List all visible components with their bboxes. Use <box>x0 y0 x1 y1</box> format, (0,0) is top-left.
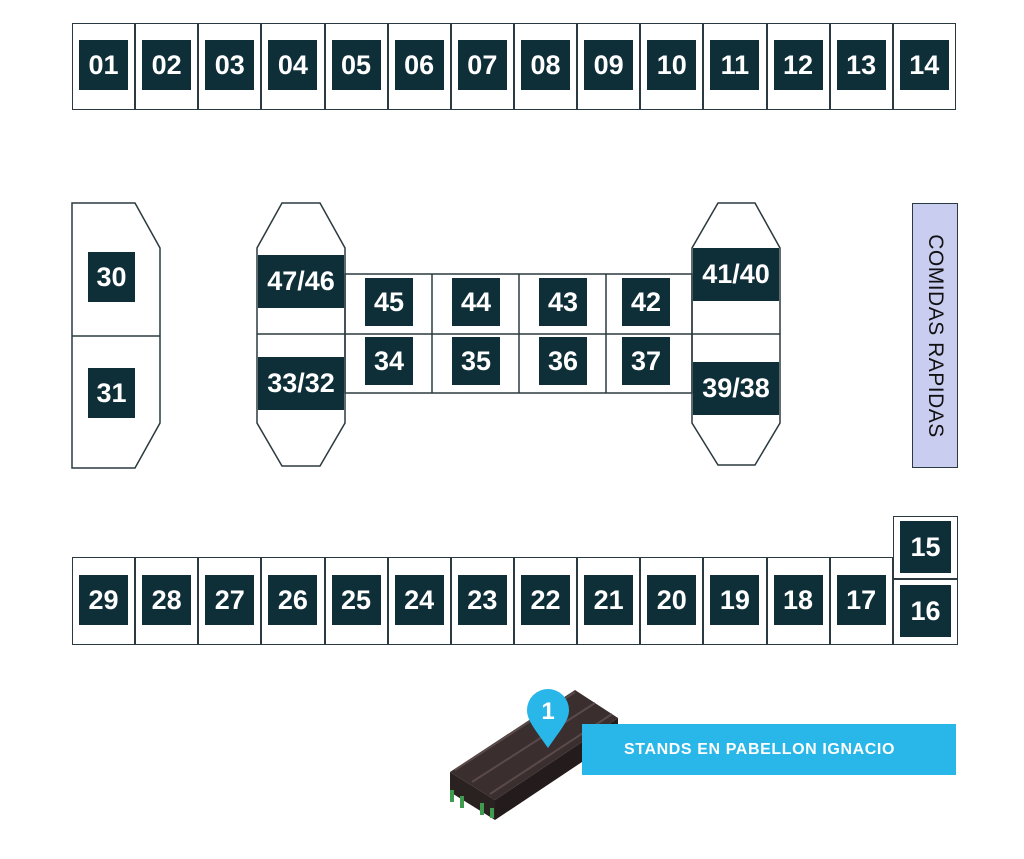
food-area-label: COMIDAS RAPIDAS <box>924 233 947 438</box>
stand-22[interactable]: 22 <box>520 575 570 625</box>
stand-30[interactable]: 30 <box>88 252 135 302</box>
stand-26[interactable]: 26 <box>268 575 318 625</box>
center-left-hex-outline <box>256 202 346 467</box>
stand-28[interactable]: 28 <box>142 575 192 625</box>
stand-39-38[interactable]: 39/38 <box>693 362 779 415</box>
stand-21[interactable]: 21 <box>584 575 634 625</box>
stand-10[interactable]: 10 <box>647 40 697 90</box>
stand-37[interactable]: 37 <box>622 337 670 385</box>
stand-18[interactable]: 18 <box>773 575 823 625</box>
pavilion-banner[interactable]: STANDS EN PABELLON IGNACIO <box>582 724 956 775</box>
left-block-outline <box>71 202 161 469</box>
stand-07[interactable]: 07 <box>457 40 507 90</box>
stand-31[interactable]: 31 <box>88 368 135 418</box>
stand-09[interactable]: 09 <box>584 40 634 90</box>
stand-02[interactable]: 02 <box>142 40 192 90</box>
stand-29[interactable]: 29 <box>79 575 128 625</box>
stand-08[interactable]: 08 <box>520 40 570 90</box>
center-corridor-outline <box>344 273 693 394</box>
stand-41-40[interactable]: 41/40 <box>693 248 779 301</box>
location-marker-icon[interactable]: 1 <box>527 689 569 748</box>
stand-35[interactable]: 35 <box>452 337 500 385</box>
stand-42[interactable]: 42 <box>622 278 670 326</box>
stand-13[interactable]: 13 <box>836 40 886 90</box>
stand-33-32[interactable]: 33/32 <box>258 357 344 410</box>
stand-04[interactable]: 04 <box>268 40 318 90</box>
stand-11[interactable]: 11 <box>710 40 760 90</box>
stand-15[interactable]: 15 <box>900 521 951 573</box>
stand-01[interactable]: 01 <box>79 40 128 90</box>
stand-03[interactable]: 03 <box>205 40 255 90</box>
stand-43[interactable]: 43 <box>539 278 587 326</box>
stand-06[interactable]: 06 <box>394 40 444 90</box>
stand-17[interactable]: 17 <box>836 575 886 625</box>
pavilion-label: STANDS EN PABELLON IGNACIO <box>624 741 896 758</box>
stand-05[interactable]: 05 <box>331 40 381 90</box>
stand-36[interactable]: 36 <box>539 337 587 385</box>
stand-16[interactable]: 16 <box>900 585 951 637</box>
stand-44[interactable]: 44 <box>452 278 500 326</box>
stand-45[interactable]: 45 <box>365 278 413 326</box>
stand-12[interactable]: 12 <box>773 40 823 90</box>
stand-25[interactable]: 25 <box>331 575 381 625</box>
stand-23[interactable]: 23 <box>457 575 507 625</box>
stand-19[interactable]: 19 <box>710 575 760 625</box>
marker-number: 1 <box>541 698 554 725</box>
center-right-hex-outline <box>691 202 781 466</box>
stand-20[interactable]: 20 <box>647 575 697 625</box>
stand-34[interactable]: 34 <box>365 337 413 385</box>
stand-24[interactable]: 24 <box>394 575 444 625</box>
stand-27[interactable]: 27 <box>205 575 255 625</box>
food-area[interactable]: COMIDAS RAPIDAS <box>912 203 958 468</box>
stand-47-46[interactable]: 47/46 <box>258 255 344 308</box>
stand-14[interactable]: 14 <box>899 40 949 90</box>
